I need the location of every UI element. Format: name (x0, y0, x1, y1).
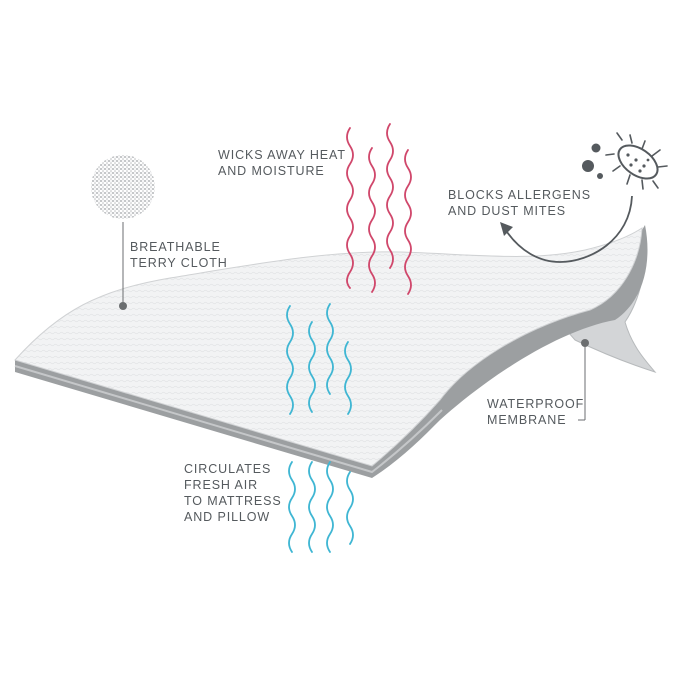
blocks-allergens-label: BLOCKS ALLERGENS AND DUST MITES (448, 187, 591, 219)
circulates-label-line-3: TO MATTRESS (184, 494, 282, 508)
waterproof-label-line-2: MEMBRANE (487, 413, 567, 427)
heat-wave-1 (346, 127, 354, 289)
circulates-label-line-4: AND PILLOW (184, 510, 271, 524)
pad-edge-highlight (14, 365, 443, 474)
blocks-label-line-2: AND DUST MITES (448, 204, 566, 218)
blocks-arrow (506, 195, 633, 263)
air-wave-7 (326, 461, 334, 553)
wicks-label-line-2: AND MOISTURE (218, 164, 325, 178)
waterproof-callout-dot (581, 339, 589, 347)
wicks-label-line-1: WICKS AWAY HEAT (218, 148, 346, 162)
heat-wave-4 (404, 149, 412, 295)
air-wave-8 (346, 471, 354, 545)
terry-cloth-top-layer (14, 227, 643, 467)
pad-edge (15, 225, 648, 478)
fresh-air-waves (286, 303, 354, 553)
breathable-callout-dot (119, 302, 127, 310)
circulates-label-line-1: CIRCULATES (184, 462, 272, 476)
air-wave-6 (308, 461, 316, 553)
dust-mite-bacteria-icon (582, 132, 668, 190)
circulates-label-line-2: FRESH AIR (184, 478, 259, 492)
heat-wave-3 (386, 123, 394, 269)
air-wave-2 (308, 321, 316, 413)
terry-cloth-swatch-icon (91, 155, 155, 219)
breathable-terry-cloth-label: BREATHABLE TERRY CLOTH (130, 239, 228, 271)
wicks-away-heat-label: WICKS AWAY HEAT AND MOISTURE (218, 147, 346, 179)
breathable-label-line-2: TERRY CLOTH (130, 256, 228, 270)
air-wave-3 (326, 303, 334, 395)
blocks-label-line-1: BLOCKS ALLERGENS (448, 188, 591, 202)
air-wave-5 (288, 461, 296, 553)
breathable-label-line-1: BREATHABLE (130, 240, 221, 254)
heat-wave-2 (368, 147, 376, 293)
heat-moisture-waves (346, 123, 412, 295)
waterproof-membrane-label: WATERPROOF MEMBRANE (487, 396, 584, 428)
circulates-fresh-air-label: CIRCULATES FRESH AIR TO MATTRESS AND PIL… (184, 461, 282, 525)
air-wave-4 (344, 341, 352, 415)
air-wave-1 (286, 305, 294, 415)
blocks-arrowhead (500, 222, 513, 236)
waterproof-label-line-1: WATERPROOF (487, 397, 585, 411)
